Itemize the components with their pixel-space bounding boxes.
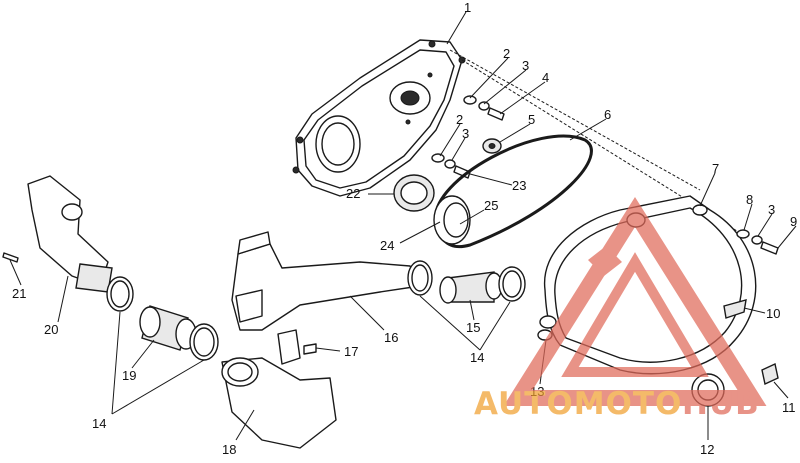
drive-belt-part [434,134,593,249]
callout-1: 1 [464,0,471,15]
callout-9: 9 [790,214,797,229]
callout-16: 16 [384,330,398,345]
callout-8: 8 [746,192,753,207]
callout-20: 20 [44,322,58,337]
screw-part [2,252,19,263]
callout-10: 10 [766,306,780,321]
callout-23: 23 [512,178,526,193]
watermark-logo: AUTOMOTO HUB [474,196,767,422]
callout-14-right: 14 [470,350,484,365]
seal-part [393,174,435,212]
callout-19: 19 [122,368,136,383]
callout-24: 24 [380,238,394,253]
leader-lines [9,11,797,441]
inner-cover-part [292,39,466,197]
callout-21: 21 [12,286,26,301]
callout-12: 12 [700,442,714,457]
callout-18: 18 [222,442,236,457]
duct-part [231,231,421,331]
callout-11: 11 [782,400,796,415]
watermark-text-automoto: AUTOMOTO [474,386,682,422]
decal-part [723,299,747,319]
callout-7: 7 [712,161,719,176]
callout-2-lower: 2 [456,112,463,127]
watermark-text-hub: HUB [682,386,760,422]
callout-3-lower: 3 [462,126,469,141]
callout-25: 25 [484,198,498,213]
callout-5: 5 [528,112,535,127]
intake-tube-part [27,175,113,293]
callout-2-upper: 2 [503,46,510,61]
callout-22: 22 [346,186,360,201]
spacer-part [482,138,502,154]
sheave-part [433,195,471,245]
plate-part [761,362,779,386]
callout-3-right: 3 [768,202,775,217]
bracket-part [277,329,317,365]
callout-6: 6 [604,107,611,122]
duct-clamps-left [106,276,219,361]
callout-15: 15 [466,320,480,335]
callout-3-upper: 3 [522,58,529,73]
callout-14-left: 14 [92,416,106,431]
washer-bolt-set-lower [431,153,471,179]
lower-duct-part [221,357,337,449]
callout-17: 17 [344,344,358,359]
callout-4: 4 [542,70,549,85]
washer-bolt-set-upper [463,95,505,121]
duct-clamps-right [407,260,526,304]
washer-bolt-set-right [736,229,779,255]
